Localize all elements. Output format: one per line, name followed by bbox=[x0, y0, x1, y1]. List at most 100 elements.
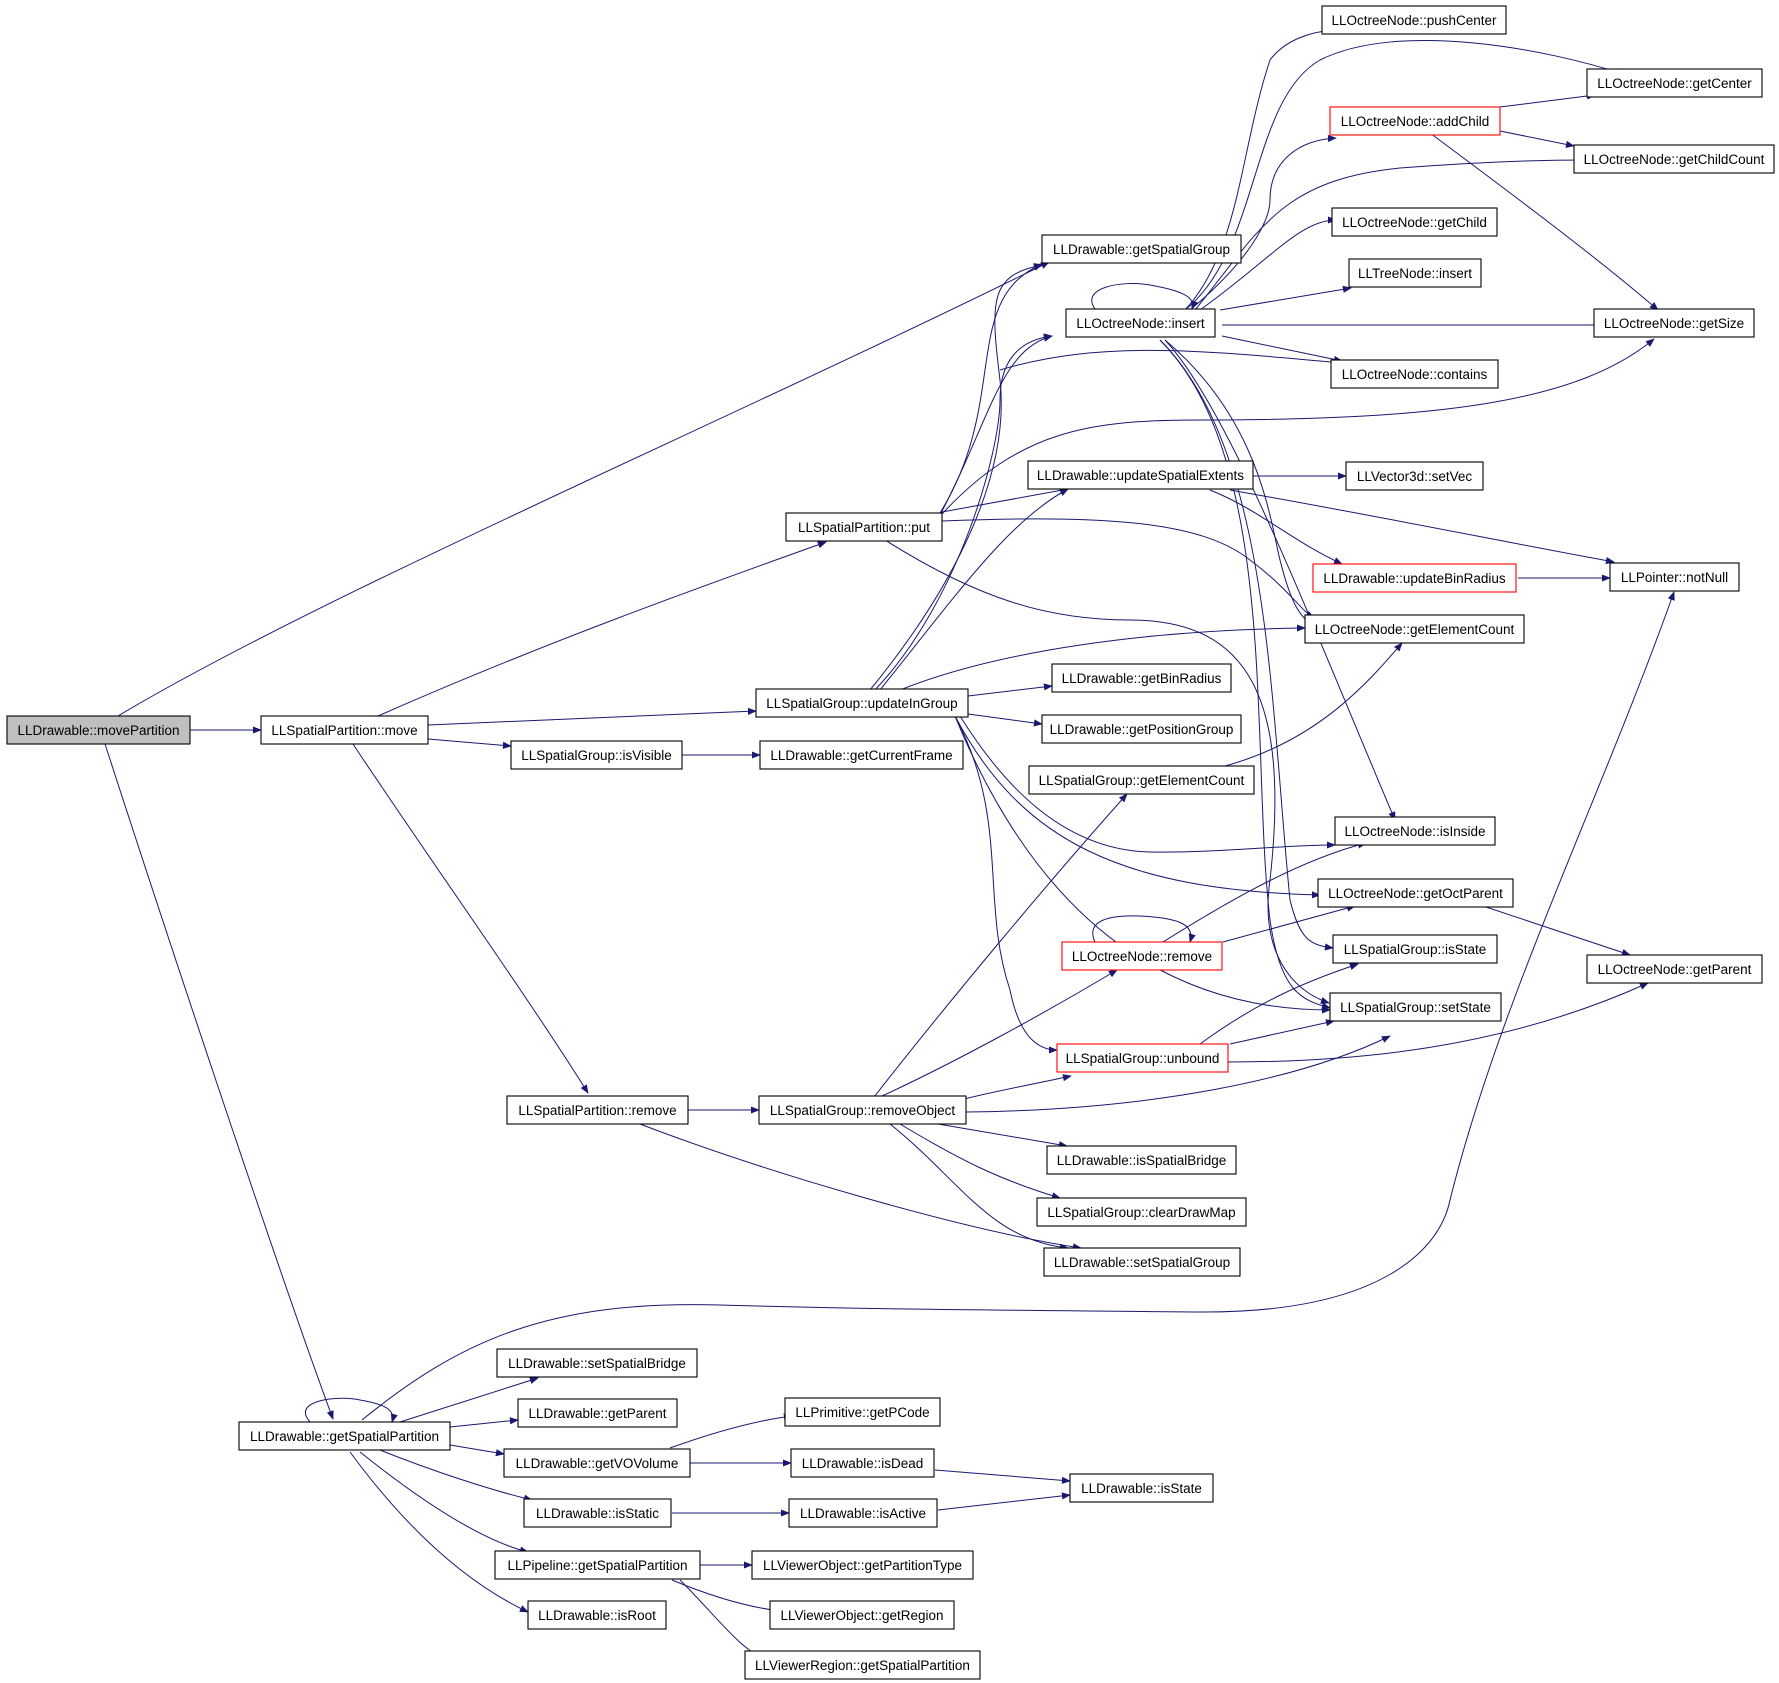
nodes: LLDrawable::movePartition LLSpatialParti… bbox=[6, 5, 1775, 1680]
node-sgIsState[interactable]: LLSpatialGroup::isState bbox=[1332, 934, 1498, 964]
svg-text:LLDrawable::isState: LLDrawable::isState bbox=[1081, 1481, 1202, 1496]
edge-octRemove-isInside bbox=[1162, 841, 1367, 943]
node-updateInGroup[interactable]: LLSpatialGroup::updateInGroup bbox=[755, 688, 969, 718]
svg-text:LLDrawable::updateBinRadius: LLDrawable::updateBinRadius bbox=[1323, 571, 1506, 586]
node-getOctParent[interactable]: LLOctreeNode::getOctParent bbox=[1317, 878, 1514, 908]
edge-updateInGroup-sgSetState bbox=[954, 715, 1331, 1014]
edge-removeObject-sgSetState bbox=[965, 1035, 1391, 1113]
svg-text:LLSpatialGroup::clearDrawMap: LLSpatialGroup::clearDrawMap bbox=[1047, 1205, 1235, 1220]
node-drIsState[interactable]: LLDrawable::isState bbox=[1069, 1473, 1214, 1503]
node-sgSetState[interactable]: LLSpatialGroup::setState bbox=[1329, 992, 1502, 1022]
svg-text:LLDrawable::isStatic: LLDrawable::isStatic bbox=[536, 1506, 659, 1521]
node-spRemove[interactable]: LLSpatialPartition::remove bbox=[506, 1095, 689, 1125]
edge-octInsert-sgIsState bbox=[1159, 339, 1334, 951]
node-movePartition[interactable]: LLDrawable::movePartition bbox=[6, 715, 191, 745]
svg-text:LLOctreeNode::getCenter: LLOctreeNode::getCenter bbox=[1597, 76, 1752, 91]
node-vrGetSpatialPartition[interactable]: LLViewerRegion::getSpatialPartition bbox=[744, 1650, 981, 1680]
node-treeInsert[interactable]: LLTreeNode::insert bbox=[1348, 258, 1482, 288]
node-contains[interactable]: LLOctreeNode::contains bbox=[1330, 359, 1499, 389]
node-clearDrawMap[interactable]: LLSpatialGroup::clearDrawMap bbox=[1036, 1197, 1247, 1227]
node-isDead[interactable]: LLDrawable::isDead bbox=[790, 1448, 935, 1478]
svg-text:LLSpatialGroup::removeObject: LLSpatialGroup::removeObject bbox=[770, 1103, 956, 1118]
edge-spMove-spPut bbox=[377, 541, 827, 717]
svg-text:LLPointer::notNull: LLPointer::notNull bbox=[1621, 570, 1728, 585]
edge-getOctParent-octGetParent bbox=[1479, 904, 1631, 956]
node-getPartitionType[interactable]: LLViewerObject::getPartitionType bbox=[751, 1550, 974, 1580]
node-octRemove[interactable]: LLOctreeNode::remove bbox=[1061, 941, 1223, 971]
svg-text:LLDrawable::getCurrentFrame: LLDrawable::getCurrentFrame bbox=[770, 748, 952, 763]
node-getSpatialPartition[interactable]: LLDrawable::getSpatialPartition bbox=[238, 1421, 451, 1451]
edge-spPut-getSize bbox=[941, 338, 1655, 515]
node-getSpatialGroup[interactable]: LLDrawable::getSpatialGroup bbox=[1041, 234, 1242, 264]
svg-text:LLViewerObject::getRegion: LLViewerObject::getRegion bbox=[780, 1608, 943, 1623]
node-unbound[interactable]: LLSpatialGroup::unbound bbox=[1056, 1043, 1229, 1073]
edge-addChild-getChildCount bbox=[1499, 130, 1575, 148]
node-setSpatialBridge[interactable]: LLDrawable::setSpatialBridge bbox=[496, 1348, 698, 1378]
node-voGetRegion[interactable]: LLViewerObject::getRegion bbox=[769, 1600, 955, 1630]
edge-spMove-updateInGroup bbox=[427, 707, 757, 726]
edge-removeObject-sgGetElementCount bbox=[873, 793, 1128, 1098]
node-drGetParent[interactable]: LLDrawable::getParent bbox=[517, 1398, 678, 1428]
edge-getSpatialPartition-isStatic bbox=[379, 1449, 533, 1502]
node-octGetElementCount[interactable]: LLOctreeNode::getElementCount bbox=[1304, 614, 1525, 644]
node-sgGetElementCount[interactable]: LLSpatialGroup::getElementCount bbox=[1028, 765, 1255, 795]
node-plGetSpatialPartition[interactable]: LLPipeline::getSpatialPartition bbox=[494, 1550, 701, 1580]
svg-text:LLDrawable::getSpatialGroup: LLDrawable::getSpatialGroup bbox=[1053, 242, 1230, 257]
node-spPut[interactable]: LLSpatialPartition::put bbox=[785, 512, 943, 542]
svg-text:LLDrawable::setSpatialGroup: LLDrawable::setSpatialGroup bbox=[1054, 1255, 1230, 1270]
svg-text:LLOctreeNode::isInside: LLOctreeNode::isInside bbox=[1344, 824, 1485, 839]
node-spMove[interactable]: LLSpatialPartition::move bbox=[260, 715, 429, 745]
node-pushCenter[interactable]: LLOctreeNode::pushCenter bbox=[1321, 5, 1507, 35]
edge-updateInGroup-getPositionGroup bbox=[967, 713, 1043, 727]
edge-updateInGroup-octInsert bbox=[874, 333, 1053, 691]
svg-text:LLOctreeNode::contains: LLOctreeNode::contains bbox=[1342, 367, 1488, 382]
node-getVOVolume[interactable]: LLDrawable::getVOVolume bbox=[503, 1448, 691, 1478]
svg-text:LLOctreeNode::getChild: LLOctreeNode::getChild bbox=[1342, 215, 1487, 230]
edges bbox=[104, 27, 1675, 1663]
node-setSpatialGroup[interactable]: LLDrawable::setSpatialGroup bbox=[1043, 1247, 1241, 1277]
edge-octInsert-getChild bbox=[1199, 216, 1337, 311]
svg-text:LLOctreeNode::getChildCount: LLOctreeNode::getChildCount bbox=[1584, 152, 1765, 167]
node-isInside[interactable]: LLOctreeNode::isInside bbox=[1334, 816, 1496, 846]
node-getChildCount[interactable]: LLOctreeNode::getChildCount bbox=[1573, 144, 1775, 174]
node-isSpatialBridge[interactable]: LLDrawable::isSpatialBridge bbox=[1046, 1145, 1237, 1175]
svg-text:LLOctreeNode::remove: LLOctreeNode::remove bbox=[1072, 949, 1212, 964]
node-isRoot[interactable]: LLDrawable::isRoot bbox=[527, 1600, 667, 1630]
edge-movePartition-getSpatialPartition bbox=[104, 743, 334, 1420]
svg-text:LLDrawable::getBinRadius: LLDrawable::getBinRadius bbox=[1062, 671, 1222, 686]
node-getBinRadius[interactable]: LLDrawable::getBinRadius bbox=[1051, 663, 1232, 693]
node-octInsert[interactable]: LLOctreeNode::insert bbox=[1065, 308, 1216, 338]
node-isActive[interactable]: LLDrawable::isActive bbox=[788, 1498, 938, 1528]
node-getPositionGroup[interactable]: LLDrawable::getPositionGroup bbox=[1041, 714, 1242, 744]
node-sgIsVisible[interactable]: LLSpatialGroup::isVisible bbox=[510, 740, 683, 770]
svg-text:LLDrawable::updateSpatialExten: LLDrawable::updateSpatialExtents bbox=[1037, 468, 1244, 483]
node-getChild[interactable]: LLOctreeNode::getChild bbox=[1331, 207, 1498, 237]
svg-text:LLSpatialPartition::put: LLSpatialPartition::put bbox=[798, 520, 930, 535]
edge-isActive-drIsState bbox=[937, 1492, 1071, 1511]
edge-spMove-sgIsVisible bbox=[427, 738, 512, 749]
node-addChild[interactable]: LLOctreeNode::addChild bbox=[1329, 106, 1501, 136]
svg-text:LLDrawable::getSpatialPartitio: LLDrawable::getSpatialPartition bbox=[250, 1429, 439, 1444]
svg-text:LLTreeNode::insert: LLTreeNode::insert bbox=[1358, 266, 1472, 281]
node-getSize[interactable]: LLOctreeNode::getSize bbox=[1593, 308, 1755, 338]
edge-getSpatialPartition-plGetSpatialPartition bbox=[359, 1451, 529, 1554]
node-isStatic[interactable]: LLDrawable::isStatic bbox=[523, 1498, 672, 1528]
svg-text:LLSpatialPartition::remove: LLSpatialPartition::remove bbox=[518, 1103, 676, 1118]
edge-removeObject-unbound bbox=[959, 1074, 1072, 1101]
node-updateSpatialExtents[interactable]: LLDrawable::updateSpatialExtents bbox=[1027, 460, 1254, 490]
edge-spPut-updateSpatialExtents bbox=[941, 486, 1069, 513]
node-getCurrentFrame[interactable]: LLDrawable::getCurrentFrame bbox=[759, 740, 964, 770]
svg-text:LLSpatialGroup::unbound: LLSpatialGroup::unbound bbox=[1066, 1051, 1220, 1066]
svg-text:LLSpatialPartition::move: LLSpatialPartition::move bbox=[271, 723, 417, 738]
svg-text:LLOctreeNode::addChild: LLOctreeNode::addChild bbox=[1341, 114, 1490, 129]
node-getCenter[interactable]: LLOctreeNode::getCenter bbox=[1586, 68, 1763, 98]
svg-text:LLSpatialGroup::isVisible: LLSpatialGroup::isVisible bbox=[521, 748, 672, 763]
node-getPCode[interactable]: LLPrimitive::getPCode bbox=[784, 1397, 941, 1427]
edge-spPut-sgSetState bbox=[884, 539, 1330, 1004]
node-notNull[interactable]: LLPointer::notNull bbox=[1609, 562, 1740, 592]
node-updateBinRadius[interactable]: LLDrawable::updateBinRadius bbox=[1312, 563, 1517, 593]
edge-plGetSpatialPartition-vrGetSpatialPartition bbox=[679, 1579, 771, 1663]
node-removeObject[interactable]: LLSpatialGroup::removeObject bbox=[758, 1095, 967, 1125]
node-octGetParent[interactable]: LLOctreeNode::getParent bbox=[1586, 954, 1763, 984]
node-setVec[interactable]: LLVector3d::setVec bbox=[1345, 461, 1484, 491]
